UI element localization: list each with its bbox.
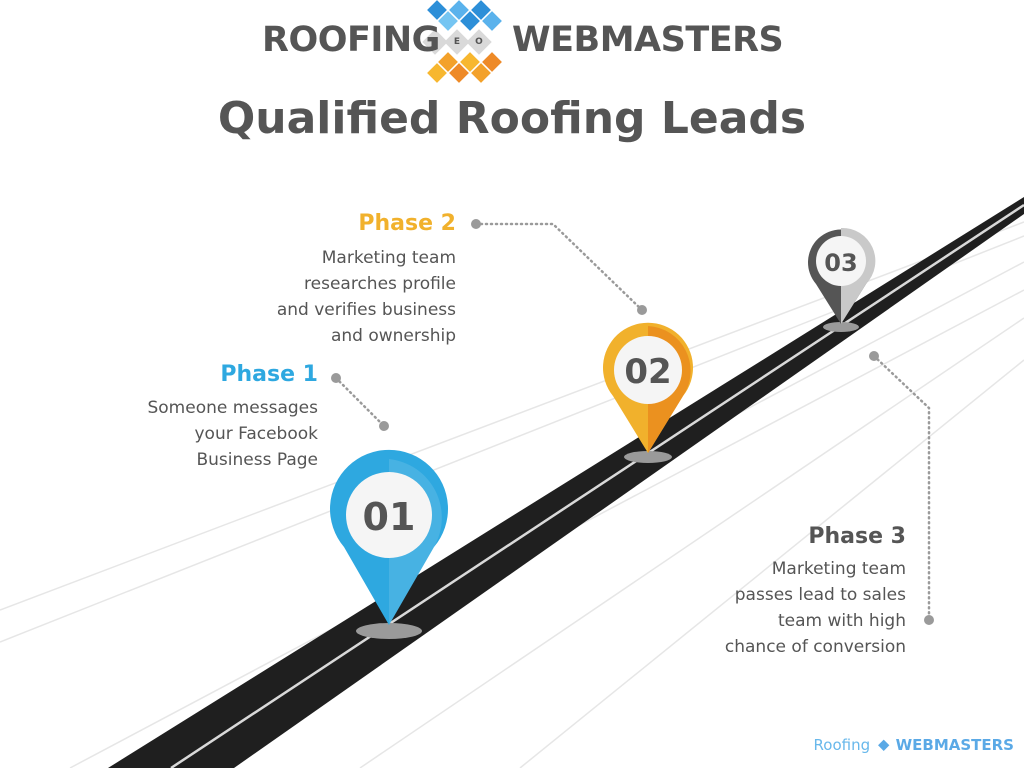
pin-shadow xyxy=(823,322,859,332)
logo-diamond xyxy=(471,63,491,83)
logo-diamond xyxy=(438,52,458,72)
pin1-inner-circle xyxy=(346,472,432,558)
connector-dot xyxy=(471,219,481,229)
connector-dot xyxy=(379,421,389,431)
logo-diamond xyxy=(471,0,491,20)
background-line xyxy=(519,359,1024,768)
logo-middle-diamonds: S E O xyxy=(422,29,492,55)
phase1-description-line: Someone messages xyxy=(147,398,318,418)
logo-bottom-diamonds xyxy=(427,52,502,83)
logo-top-diamonds xyxy=(427,0,502,31)
phase3-pin: 03 xyxy=(808,227,876,324)
pin2-number: 02 xyxy=(624,352,671,392)
logo-diamond xyxy=(427,0,447,20)
pin-shadows xyxy=(356,322,859,639)
phase3-description-line: team with high xyxy=(777,611,906,631)
road xyxy=(108,197,1024,768)
phase2-description-line: Marketing team xyxy=(321,248,456,268)
footer-logo-mark xyxy=(878,739,890,751)
logo-diamond xyxy=(482,52,502,72)
pin-shadow xyxy=(624,451,672,463)
logo-diamond xyxy=(482,11,502,31)
pin3-number: 03 xyxy=(824,249,857,277)
road-center-line xyxy=(170,203,1024,768)
pin1-number: 01 xyxy=(363,495,416,539)
phase3-description: Marketing team passes lead to sales team… xyxy=(666,556,906,660)
connector-dots xyxy=(331,219,934,625)
logo-diamond xyxy=(449,0,469,20)
seo-logo-mark: S E O xyxy=(422,0,502,83)
logo-badge-e: E xyxy=(454,37,460,47)
phase2-heading: Phase 2 xyxy=(358,211,456,236)
phase2-pin: 02 xyxy=(603,322,693,453)
phase3-description-line: chance of conversion xyxy=(724,637,906,657)
phase3-description-line: passes lead to sales xyxy=(734,585,906,605)
connector-phase1 xyxy=(334,376,386,428)
connector-dot xyxy=(331,373,341,383)
connector-dot xyxy=(869,351,879,361)
phase3-description-line: Marketing team xyxy=(771,559,906,579)
logo-badge-s: S xyxy=(432,37,438,47)
connector-phase2 xyxy=(474,222,644,312)
phase2-description: Marketing team researches profile and ve… xyxy=(236,245,456,349)
phase1-description-line: your Facebook xyxy=(194,424,318,444)
logo-diamond xyxy=(460,11,480,31)
logo-diamond xyxy=(466,29,492,55)
phase2-description-line: and ownership xyxy=(330,326,456,346)
pin2-inner-circle xyxy=(614,336,682,404)
top-logo: ROOFING WEBMASTERS xyxy=(0,0,1024,88)
phase1-description-line: Business Page xyxy=(196,450,318,470)
connectors xyxy=(334,222,931,622)
logo-diamond xyxy=(427,63,447,83)
logo-diamond xyxy=(438,11,458,31)
phase3-heading: Phase 3 xyxy=(808,524,906,549)
road-surface xyxy=(108,197,1024,768)
phase2-description-line: researches profile xyxy=(304,274,456,294)
logo-diamond xyxy=(444,29,470,55)
footer-roofing-text: Roofing xyxy=(813,736,871,754)
phase2-description-line: and verifies business xyxy=(276,300,456,320)
connector-dot xyxy=(637,305,647,315)
brand-right-text: WEBMASTERS xyxy=(512,20,784,60)
phase1-heading: Phase 1 xyxy=(220,362,318,387)
pin-shadow xyxy=(356,623,422,639)
connector-phase3 xyxy=(872,354,931,622)
brand-left-text: ROOFING xyxy=(262,20,440,60)
logo-diamond xyxy=(460,52,480,72)
logo-diamond xyxy=(422,29,448,55)
phase1-pin: 01 xyxy=(330,449,449,625)
background-line xyxy=(359,317,1024,768)
logo-diamond xyxy=(449,63,469,83)
logo-badge-o: O xyxy=(475,37,483,47)
connector-dot xyxy=(924,615,934,625)
footer-webmasters-text: WEBMASTERS xyxy=(895,736,1014,754)
pin3-inner-circle xyxy=(816,236,866,286)
page-title: Qualified Roofing Leads xyxy=(217,93,807,144)
footer-logo: Roofing WEBMASTERS xyxy=(814,736,1014,754)
phase1-description: Someone messages your Facebook Business … xyxy=(98,395,318,473)
